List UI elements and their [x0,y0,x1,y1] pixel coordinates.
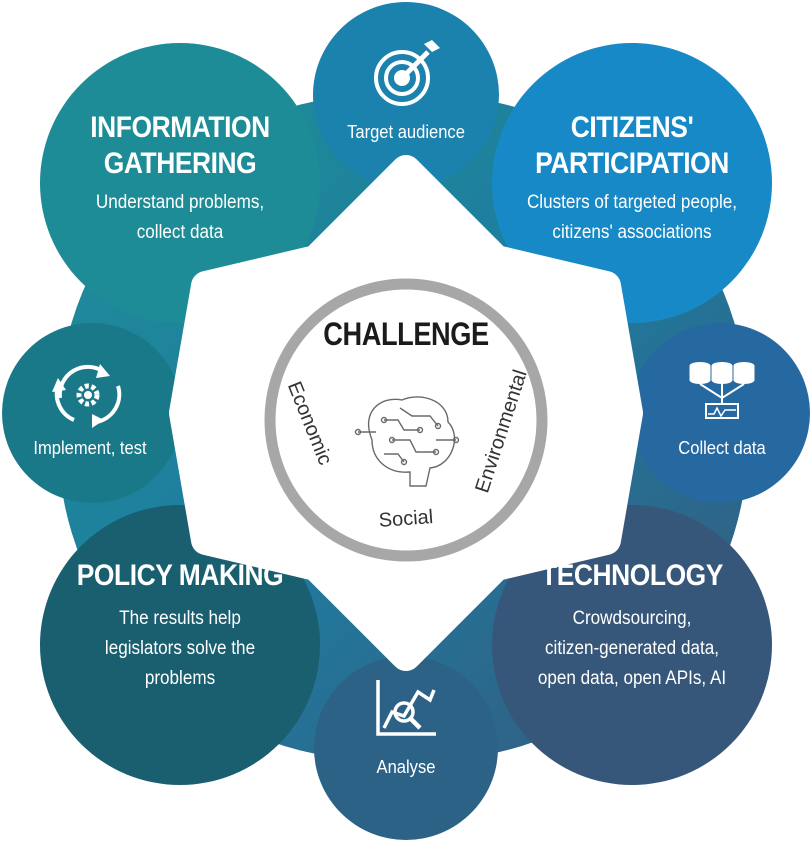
analyse-label: Analyse [376,757,436,777]
citizens-participation-label: CITIZENS' PARTICIPATION Clusters of targ… [482,110,782,248]
information-gathering-title-line2: GATHERING [103,147,257,180]
information-gathering-label: INFORMATION GATHERING Understand problem… [40,110,320,248]
analyse-circle [314,656,498,840]
citizens-participation-title-line2: PARTICIPATION [535,147,729,180]
technology-circle [492,505,772,785]
policy-making-desc-line2: legislators solve the [104,638,256,659]
information-gathering-title-line1: INFORMATION [90,111,270,144]
technology-label: TECHNOLOGY Crowdsourcing, citizen-genera… [482,558,782,694]
implement-test-circle [2,323,182,503]
policy-making-circle [40,505,320,785]
technology-desc-line3: open data, open APIs, AI [537,668,727,689]
information-gathering-circle [40,43,320,323]
database-icon [689,362,755,419]
target-audience-label: Target audience [347,122,465,142]
policy-making-desc-line3: problems [144,668,216,689]
analytics-chart-icon [376,680,436,736]
implement-test-label: Implement, test [33,438,147,458]
collect-data-label: Collect data [678,438,766,458]
citizens-participation-desc-line2: citizens' associations [552,222,712,243]
policy-making-label: POLICY MAKING The results help legislato… [40,558,320,694]
citizens-participation-desc-line1: Clusters of targeted people, [526,192,738,213]
citizens-participation-title-line1: CITIZENS' [570,111,694,144]
policy-making-desc-line1: The results help [119,608,241,629]
technology-desc-line2: citizen-generated data, [545,638,719,659]
citizens-participation-circle [492,43,772,323]
technology-desc-line1: Crowdsourcing, [572,608,692,629]
information-gathering-desc-line1: Understand problems, [95,192,265,213]
gear-cycle-icon [52,364,122,428]
information-gathering-desc-line2: collect data [136,222,224,243]
challenge-title: CHALLENGE [323,316,489,352]
technology-title: TECHNOLOGY [541,559,723,592]
policy-making-title: POLICY MAKING [76,559,284,592]
challenge-ring [264,278,548,562]
brain-circuit-icon [354,396,460,487]
target-icon [374,40,440,106]
